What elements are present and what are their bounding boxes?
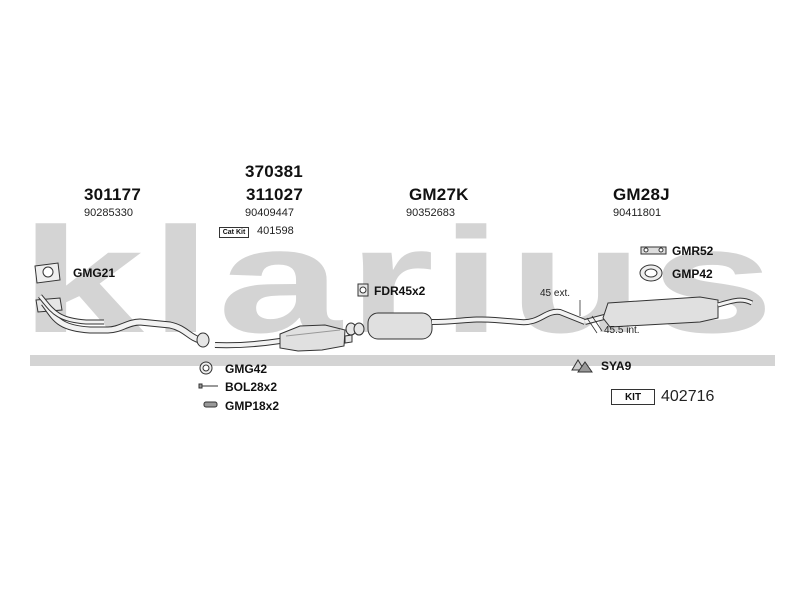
kit-number: 402716 bbox=[661, 388, 715, 405]
fitting-sya9: SYA9 bbox=[601, 359, 632, 373]
fitting-gmp42: GMP42 bbox=[672, 267, 713, 281]
fitting-gmg42: GMG42 bbox=[225, 362, 268, 376]
clamp-icon bbox=[357, 283, 369, 297]
pad-icon bbox=[203, 401, 218, 408]
dimension-int: 45.5 int. bbox=[604, 325, 640, 336]
rubber-hanger-icon bbox=[640, 246, 667, 255]
connector-rings bbox=[345, 322, 365, 336]
mounting-icon bbox=[571, 359, 593, 373]
dimension-marks bbox=[579, 300, 603, 334]
fitting-bol28: BOL28x2 bbox=[225, 380, 278, 394]
gmg42-gasket-icon bbox=[199, 361, 213, 375]
part-number-370381: 370381 bbox=[245, 162, 303, 181]
part-number-301177: 301177 bbox=[84, 185, 141, 204]
part-number-gm28j: GM28J bbox=[613, 185, 670, 204]
front-pipe bbox=[35, 294, 210, 348]
bolt-icon bbox=[198, 383, 218, 389]
cat-kit-label: Cat Kit bbox=[219, 227, 249, 238]
fitting-fdr45: FDR45x2 bbox=[374, 284, 426, 298]
middle-silencer bbox=[367, 308, 587, 340]
oem-number-90409447: 90409447 bbox=[245, 207, 294, 219]
part-number-gm27k: GM27K bbox=[409, 185, 469, 204]
cat-kit-number: 401598 bbox=[257, 225, 294, 237]
catalytic-converter bbox=[214, 324, 353, 352]
ring-gasket-icon bbox=[639, 264, 663, 282]
part-number-311027: 311027 bbox=[246, 185, 303, 204]
kit-label: KIT bbox=[611, 389, 655, 405]
watermark-band bbox=[30, 355, 775, 366]
fitting-gmp18: GMP18x2 bbox=[225, 399, 280, 413]
gasket-icon bbox=[34, 262, 61, 284]
fitting-gmg21: GMG21 bbox=[73, 266, 116, 280]
oem-number-90352683: 90352683 bbox=[406, 207, 455, 219]
fitting-gmr52: GMR52 bbox=[672, 244, 714, 258]
dimension-ext: 45 ext. bbox=[540, 288, 571, 299]
oem-number-90285330: 90285330 bbox=[84, 207, 133, 219]
oem-number-90411801: 90411801 bbox=[613, 207, 662, 219]
